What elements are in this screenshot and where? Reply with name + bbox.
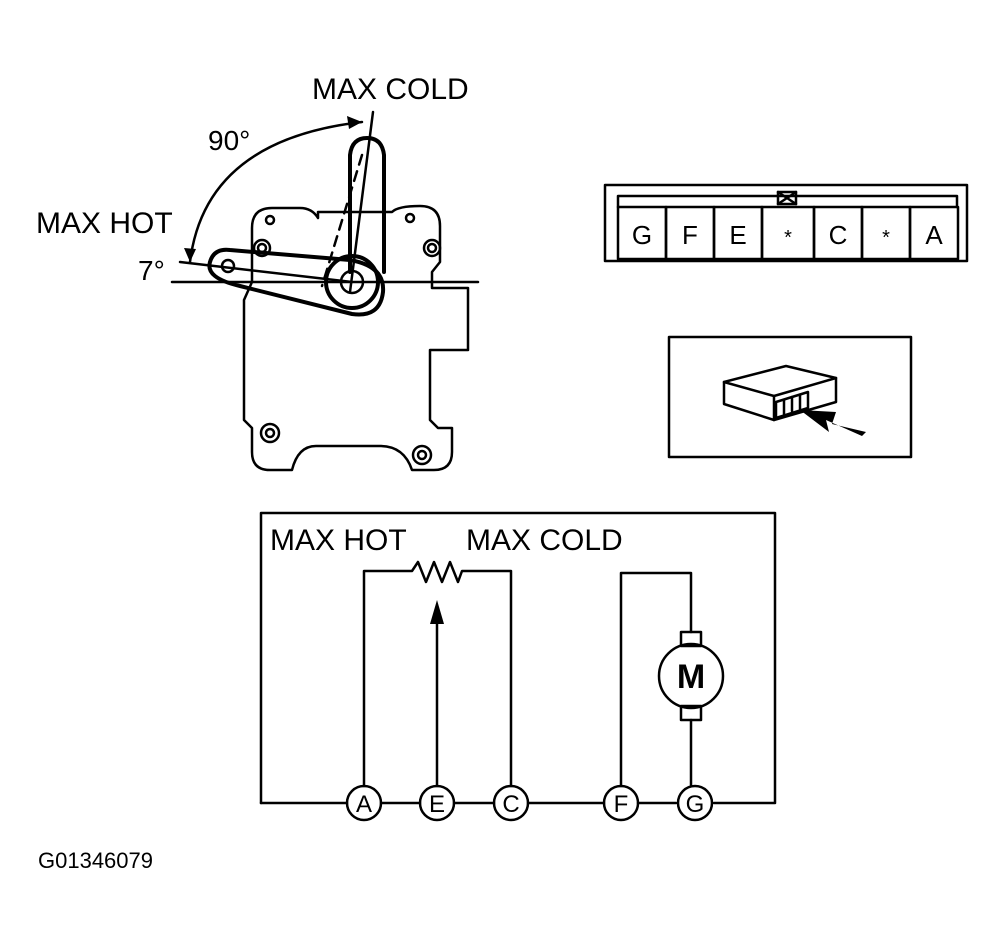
mount-hole-2-inner — [426, 242, 438, 254]
terminal-label-c: C — [502, 791, 519, 818]
pin-label: F — [682, 220, 698, 250]
schematic-frame — [259, 511, 777, 805]
lever-max-hot — [207, 247, 386, 317]
terminal-label-a: A — [356, 791, 372, 818]
arc-arrowhead-bottom — [184, 248, 196, 262]
mount-hole-4-inner — [416, 449, 428, 461]
mount-hole-3 — [259, 422, 281, 444]
terminal-e — [418, 784, 456, 822]
terminal-f — [602, 784, 640, 822]
mount-hole-4 — [411, 444, 433, 466]
angle-label-7: 7° — [138, 255, 165, 286]
actuator-housing — [242, 204, 470, 472]
motor-symbol-label: M — [677, 658, 705, 696]
arc-arrowhead-top — [347, 116, 362, 129]
motor-icon — [657, 642, 725, 710]
pin-label: G — [632, 220, 652, 250]
terminal-label-g: G — [686, 791, 705, 818]
schematic-label-max-hot: MAX HOT — [270, 524, 407, 557]
connector-view-icon — [667, 335, 913, 459]
pin-label: * — [784, 227, 792, 249]
mount-hole-3-inner — [264, 427, 276, 439]
connector-frame — [603, 183, 969, 263]
pin-label: A — [925, 220, 943, 250]
connector-body-top — [722, 364, 838, 398]
lever-max-cold-dashed-edge — [320, 153, 364, 288]
reference-line-7deg — [178, 260, 354, 284]
schematic-label-max-cold: MAX COLD — [466, 524, 623, 557]
actuator-drawing — [170, 110, 480, 472]
mount-dot-1 — [264, 214, 276, 226]
angle-label-90: 90° — [208, 125, 250, 156]
actuator-label-max-hot: MAX HOT — [36, 207, 173, 240]
motor-wire-upper — [619, 571, 693, 788]
figure-code: G01346079 — [38, 848, 153, 873]
lever-max-cold — [348, 136, 386, 274]
pin-label: C — [829, 220, 848, 250]
schematic-circuit — [259, 511, 777, 822]
terminal-label-f: F — [614, 791, 629, 818]
angle-arc-90 — [188, 120, 364, 264]
connector-socket — [774, 390, 810, 420]
pin-label: E — [729, 220, 746, 250]
terminal-c — [492, 784, 530, 822]
connector-latch-icon — [776, 190, 798, 206]
mount-dot-2 — [404, 212, 416, 224]
view-icon-frame — [667, 335, 913, 459]
pin-cell — [908, 205, 960, 261]
mount-hole-2 — [422, 238, 442, 258]
motor-brush-top — [679, 630, 703, 648]
connector-rail — [616, 194, 959, 209]
reference-line-vertical — [348, 110, 375, 294]
view-direction-arrow-icon — [800, 410, 866, 436]
terminal-label-e: E — [429, 791, 445, 818]
terminal-a — [345, 784, 383, 822]
mount-hole-1 — [252, 238, 272, 258]
wiper-arrow-icon — [430, 600, 444, 624]
pin-label: * — [882, 227, 890, 249]
connector-body-right — [772, 376, 838, 422]
terminal-g — [676, 784, 714, 822]
potentiometer-resistor — [362, 560, 513, 788]
connector-body-left — [722, 380, 776, 422]
connector-face — [603, 183, 969, 263]
actuator-label-max-cold: MAX COLD — [312, 73, 469, 106]
